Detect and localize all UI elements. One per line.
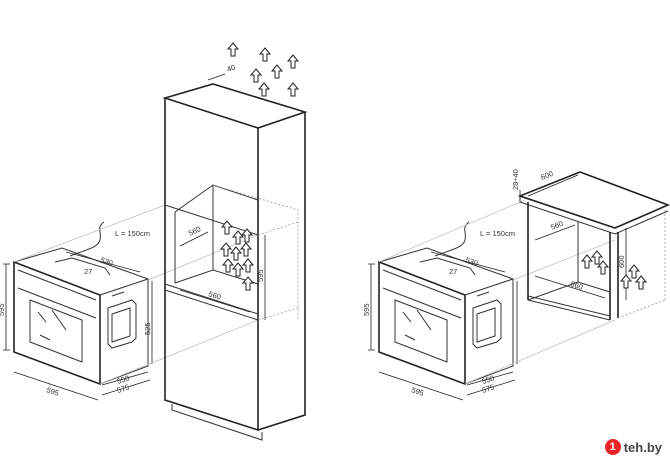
dim-niche-height-right: 600 xyxy=(617,255,626,268)
dim-depth-total-right: 575 xyxy=(481,382,496,394)
vent-arrows-niche xyxy=(220,220,254,291)
dim-side-height: 525 xyxy=(143,322,152,335)
dim-oven-height-right: 595 xyxy=(362,303,371,316)
dim-niche-width-top-right: 560 xyxy=(549,219,564,232)
watermark-text: teh.by xyxy=(623,439,662,455)
dim-oven-depth: 530 xyxy=(99,255,114,267)
cable-length-label-right: L = 150cm xyxy=(480,229,515,238)
vent-arrows-top xyxy=(227,42,299,97)
watermark: 1 teh.by xyxy=(604,439,662,455)
vent-arrows-right xyxy=(581,250,647,290)
dim-vent-gap: 40 xyxy=(226,63,237,74)
dim-oven-depth-right: 530 xyxy=(464,255,479,267)
dim-niche-width-bottom-right: 560 xyxy=(569,279,584,291)
dim-depth-total: 575 xyxy=(116,382,131,394)
left-oven xyxy=(2,221,153,401)
right-oven xyxy=(367,221,518,401)
dim-panel-right: 27 xyxy=(449,267,457,276)
dim-oven-width-right: 595 xyxy=(410,385,425,397)
watermark-logo-icon: 1 xyxy=(604,439,621,455)
dim-niche-width-bottom: 560 xyxy=(207,289,222,301)
tall-cabinet xyxy=(162,83,308,441)
undercounter-cabinet xyxy=(517,171,670,321)
dim-worktop-gap: 28÷40 xyxy=(511,169,520,190)
dim-worktop-depth: 600 xyxy=(539,169,554,182)
dim-oven-width: 595 xyxy=(45,385,60,397)
cable-length-label: L = 150cm xyxy=(115,229,150,238)
dim-depth-body-right: 550 xyxy=(481,373,496,385)
dim-depth-body: 550 xyxy=(116,373,131,385)
dim-oven-height: 595 xyxy=(0,303,6,316)
dim-niche-height: 595 xyxy=(256,269,265,282)
dim-panel: 27 xyxy=(84,267,92,276)
